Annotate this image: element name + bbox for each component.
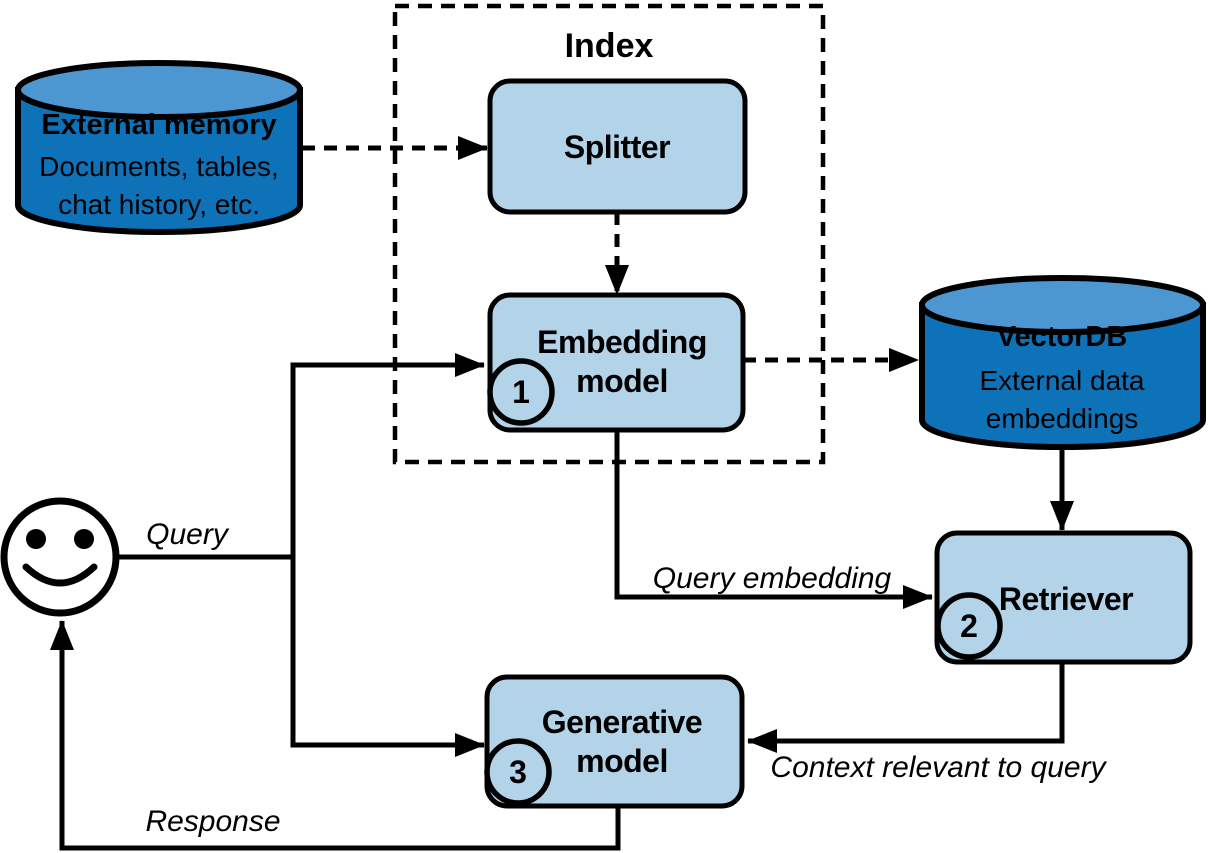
external-memory-cylinder-top: [15, 60, 303, 120]
external-memory-node: External memory Documents, tables, chat …: [15, 60, 303, 235]
edge-query-to-generative-model: [290, 557, 485, 757]
vectordb-subtitle-line1: External data: [980, 365, 1145, 396]
splitter-box: [487, 78, 748, 215]
edge-response-to-user: [50, 620, 621, 851]
vectordb-cylinder-top: [919, 275, 1206, 335]
response-label: Response: [145, 805, 280, 838]
external-memory-subtitle-line1: Documents, tables,: [39, 151, 279, 182]
edge-retriever-to-generative-model: [747, 662, 1065, 753]
smiley-left-eye: [26, 529, 46, 549]
query-label: Query: [146, 518, 230, 551]
embedding-model-label-line2: model: [576, 363, 668, 399]
retriever-node: Retriever 2: [934, 530, 1193, 665]
index-group: Index: [392, 3, 826, 465]
splitter-node: Splitter: [487, 78, 748, 215]
edge-query-embedding-to-retriever: [614, 430, 933, 609]
smiley-mouth: [22, 563, 98, 587]
index-group-title: Index: [565, 27, 654, 65]
query-embedding-label: Query embedding: [653, 562, 892, 595]
splitter-label: Splitter: [564, 129, 670, 165]
external-memory-subtitle-line2: chat history, etc.: [58, 189, 260, 220]
generative-model-label-line1: Generative: [542, 704, 702, 740]
external-memory-title: External memory: [41, 109, 276, 141]
edge-query-to-embedding-model: [290, 353, 485, 557]
embedding-model-label-line1: Embedding: [537, 324, 707, 360]
smiley-head: [0, 497, 120, 617]
step-1-number: 1: [512, 374, 530, 410]
index-dashed-border: [392, 3, 826, 465]
step-3-number: 3: [509, 754, 527, 790]
step-2-number: 2: [960, 608, 978, 644]
step-1-badge: [487, 358, 555, 426]
smiley-face-icon: [0, 497, 120, 617]
generative-model-node: Generative model 3: [484, 674, 745, 809]
embedding-model-node: Embedding model 1: [487, 292, 746, 433]
context-relevant-label: Context relevant to query: [770, 751, 1107, 784]
vectordb-subtitle-line2: embeddings: [986, 403, 1139, 434]
retriever-label: Retriever: [999, 581, 1133, 617]
vectordb-node: VectorDB External data embeddings: [919, 275, 1206, 450]
external-memory-cylinder-body: [15, 87, 303, 235]
generative-model-label-line2: model: [576, 743, 668, 779]
vectordb-title: VectorDB: [997, 321, 1128, 353]
vectordb-cylinder-body: [919, 302, 1206, 450]
step-3-badge: [484, 738, 552, 806]
smiley-right-eye: [74, 529, 94, 549]
step-2-badge: [935, 592, 1003, 660]
